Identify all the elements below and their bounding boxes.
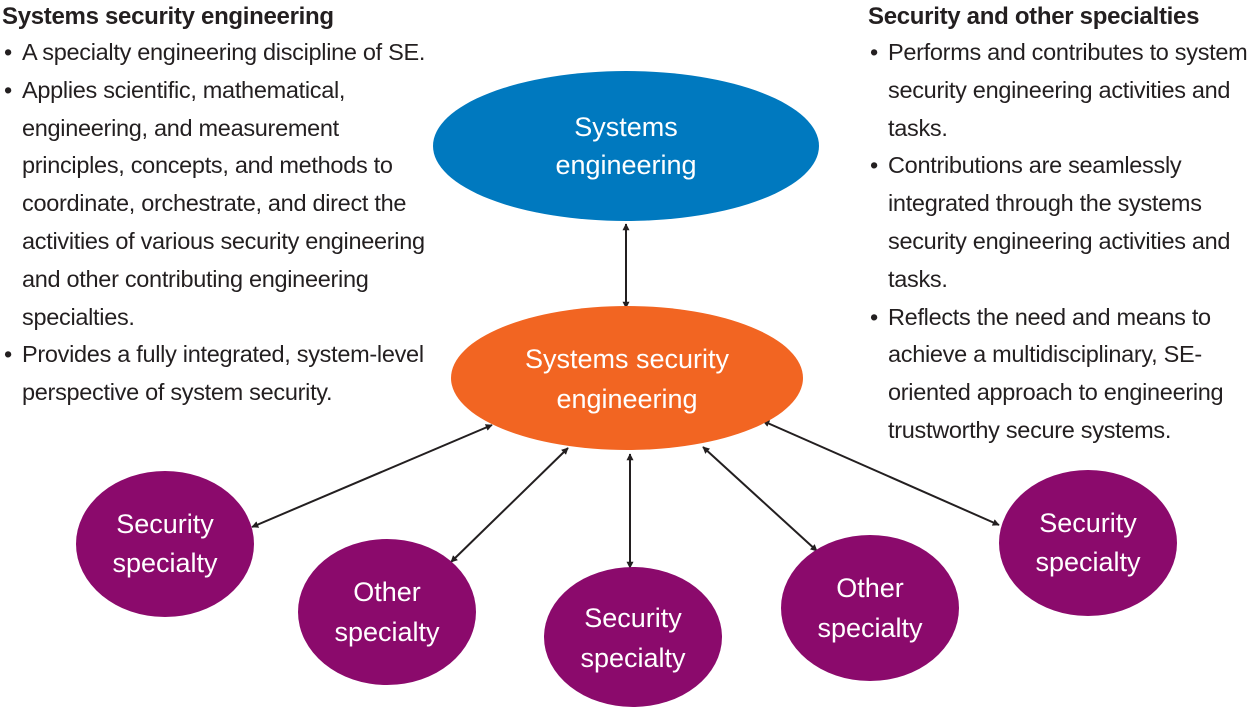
left-panel-title: Systems security engineering <box>2 3 334 30</box>
left-bullet-item: Provides a fully integrated, system-leve… <box>2 336 432 412</box>
right-bullet-item: Contributions are seamlessly integrated … <box>868 147 1257 298</box>
specialty-node-4: Other specialty <box>781 535 959 681</box>
left-bullet-list: A specialty engineering discipline of SE… <box>2 34 432 412</box>
specialty-node-1: Security specialty <box>76 471 254 617</box>
systems-security-engineering-ellipse <box>451 306 803 450</box>
specialty-node-5: Security specialty <box>999 470 1177 616</box>
specialty-label-line2: specialty <box>334 617 440 647</box>
specialty-label-line2: specialty <box>817 613 923 643</box>
systems-security-engineering-node: Systems security engineering <box>451 306 803 450</box>
systems-engineering-label-line1: Systems <box>574 112 678 142</box>
specialty-ellipse <box>999 470 1177 616</box>
systems-security-engineering-label-line2: engineering <box>556 384 697 414</box>
specialty-ellipse <box>544 567 722 707</box>
left-bullet-item: Applies scientific, mathematical, engine… <box>2 72 432 337</box>
specialty-label-line2: specialty <box>112 548 218 578</box>
specialty-ellipse <box>781 535 959 681</box>
left-bullet-item: A specialty engineering discipline of SE… <box>2 34 432 72</box>
specialty-label-line1: Other <box>836 573 904 603</box>
connector-sse-to-specialty-2 <box>450 447 569 563</box>
specialty-node-2: Other specialty <box>298 539 476 685</box>
systems-engineering-label-line2: engineering <box>555 150 696 180</box>
specialty-label-line1: Security <box>584 603 682 633</box>
right-bullet-item: Performs and contributes to system secur… <box>868 34 1257 147</box>
connector-sse-to-specialty-1 <box>251 424 493 528</box>
systems-engineering-node: Systems engineering <box>433 71 819 221</box>
left-text-panel: Systems security engineering A specialty… <box>2 0 432 412</box>
specialty-label-line1: Security <box>116 509 214 539</box>
specialty-ellipse <box>76 471 254 617</box>
specialty-label-line1: Other <box>353 577 421 607</box>
specialty-label-line2: specialty <box>1035 547 1141 577</box>
right-panel-title: Security and other specialties <box>868 3 1200 30</box>
systems-security-engineering-label-line1: Systems security <box>525 344 730 374</box>
specialty-ellipse <box>298 539 476 685</box>
specialty-label-line2: specialty <box>580 643 686 673</box>
connector-sse-to-specialty-5 <box>762 420 1000 526</box>
specialty-label-line1: Security <box>1039 508 1137 538</box>
specialty-node-3: Security specialty <box>544 567 722 707</box>
systems-engineering-ellipse <box>433 71 819 221</box>
connector-sse-to-specialty-4 <box>702 446 818 552</box>
